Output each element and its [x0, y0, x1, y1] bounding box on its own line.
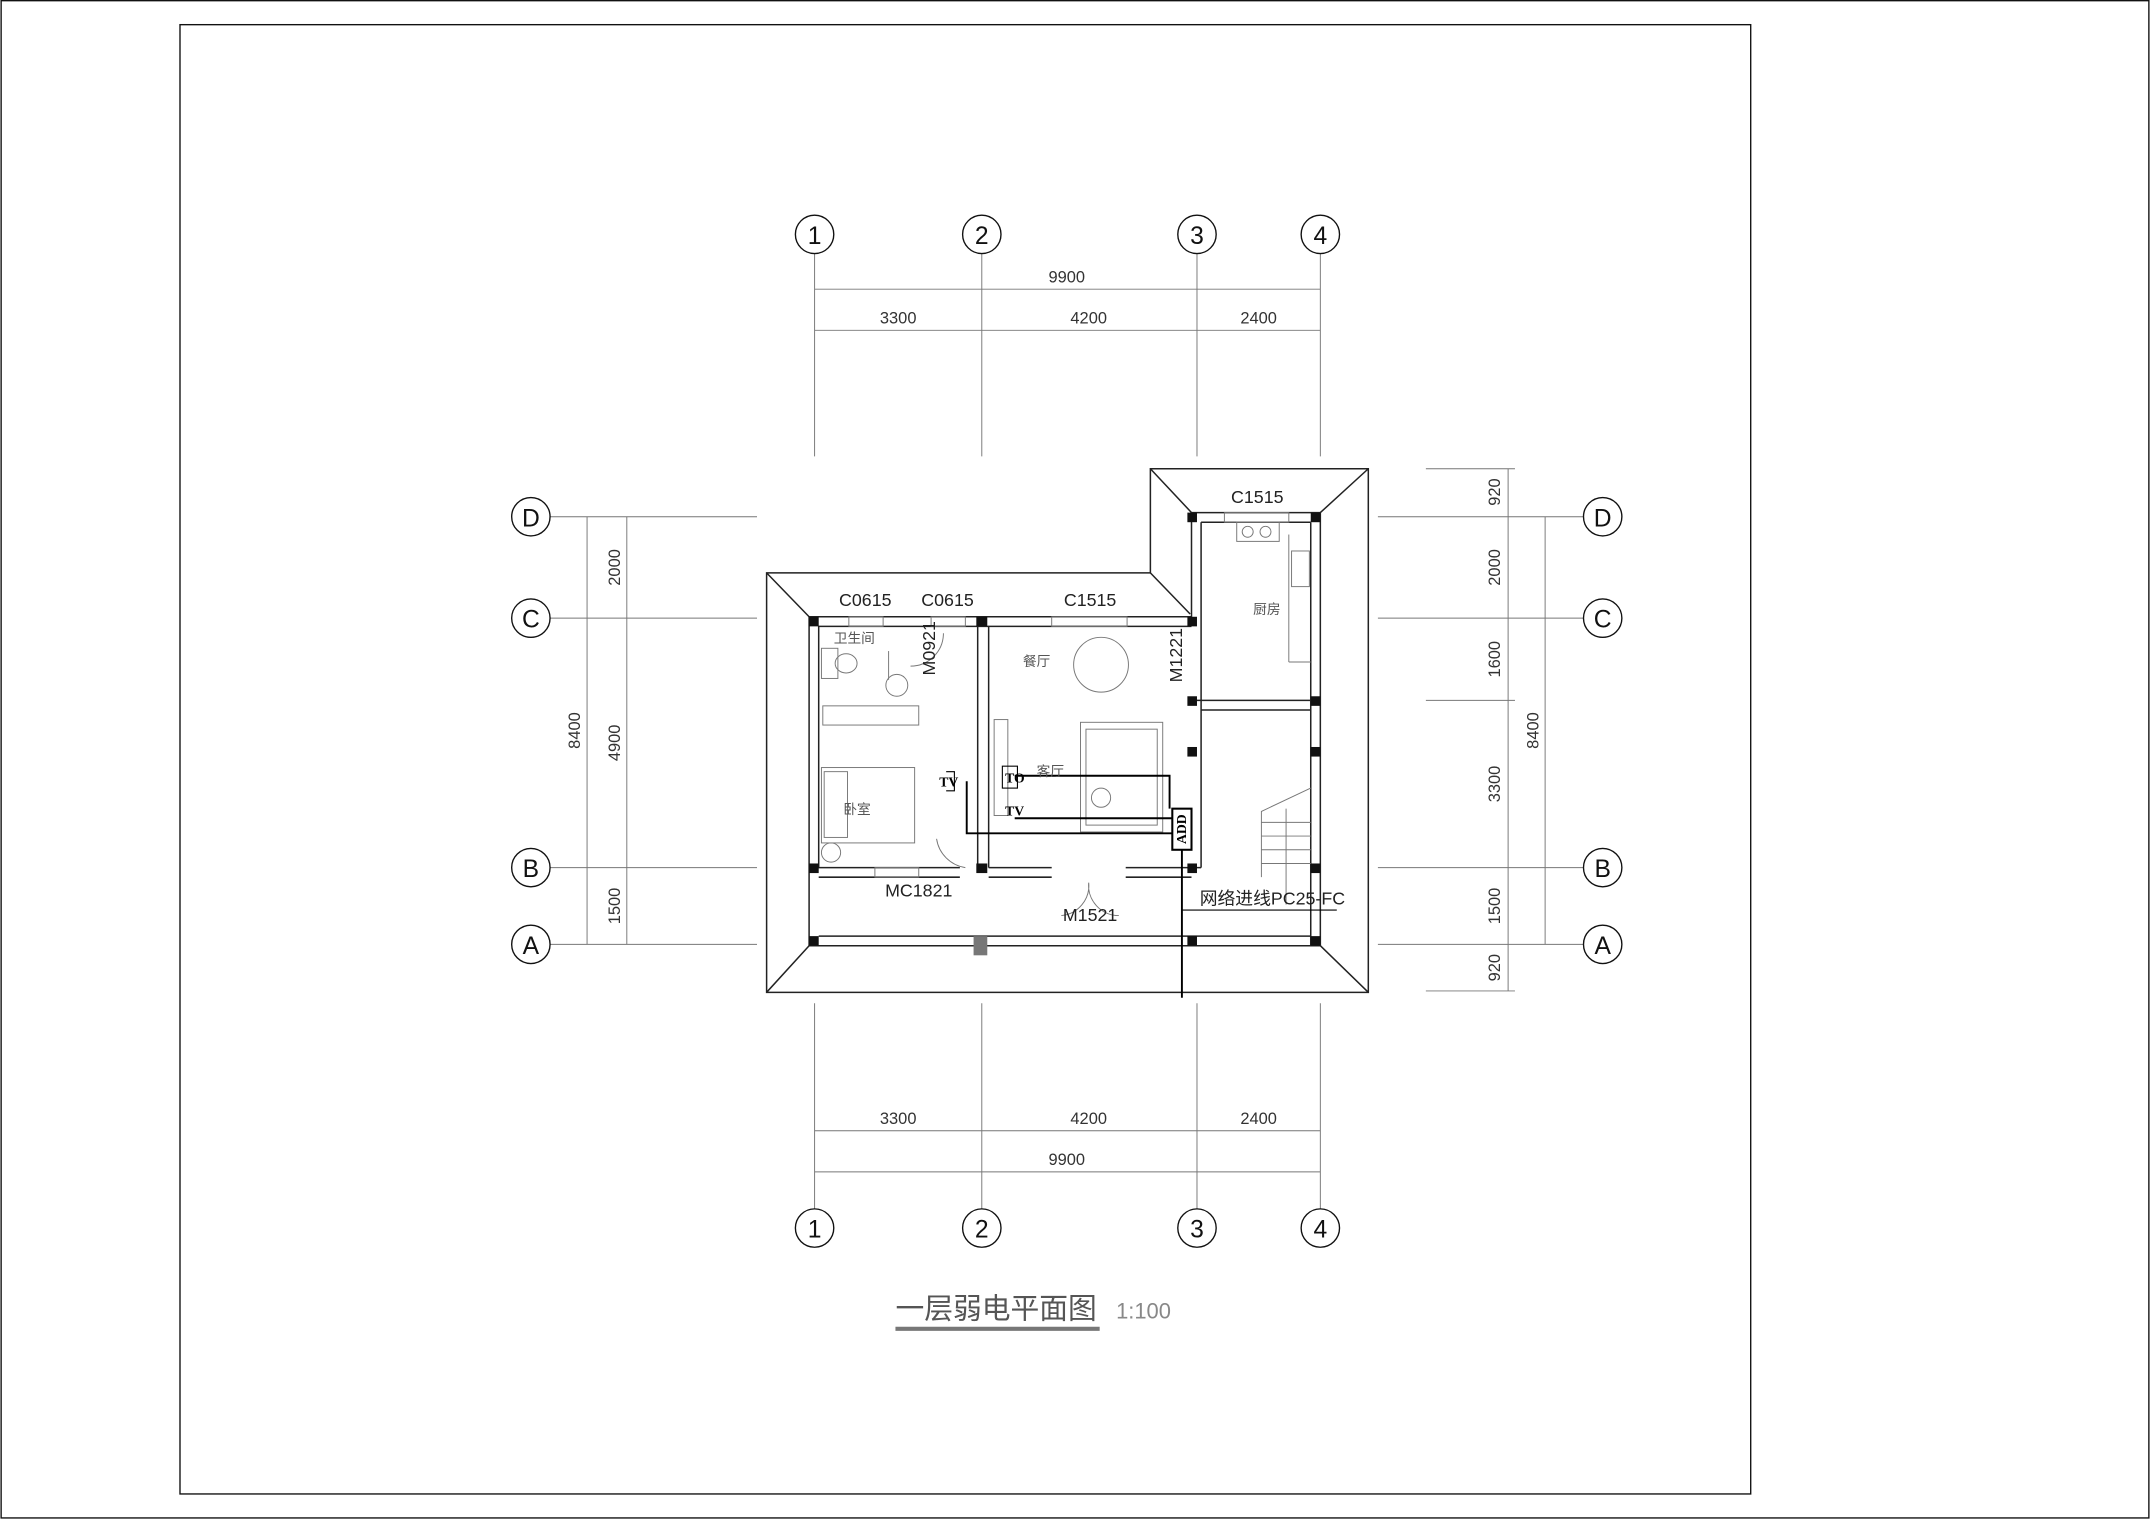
axis-bubble-bottom-4: 4 [1300, 1208, 1341, 1248]
dim-right-seg-1: 920 [1486, 478, 1504, 505]
axis-bubble-top-4: 4 [1300, 214, 1341, 255]
axis-label: A [1594, 933, 1611, 960]
door-label: M1521 [1063, 905, 1118, 925]
drawing-scale: 1:100 [1116, 1299, 1171, 1324]
axis-bubble-right-C: C [1582, 598, 1623, 639]
axis-bubble-bottom-1: 1 [794, 1208, 835, 1248]
dim-left-total: 8400 [566, 712, 584, 749]
cabling [946, 765, 1337, 998]
axis-bubble-right-A: A [1582, 924, 1623, 965]
dim-left-seg-2: 4900 [606, 725, 624, 762]
dim-top-total: 9900 [1048, 268, 1085, 286]
dim-left-seg-3: 1500 [606, 888, 624, 925]
dim-bottom-total: 9900 [1048, 1151, 1085, 1169]
axis-label: 4 [1313, 223, 1327, 250]
dim-bottom-seg-2: 4200 [1070, 1110, 1107, 1128]
roof-outline [765, 467, 1370, 994]
door-label: MC1821 [885, 880, 952, 900]
axis-bubble-left-B: B [510, 847, 551, 888]
window-label: C1515 [1064, 590, 1117, 610]
window-label: C0615 [921, 590, 974, 610]
axis-label: D [522, 505, 540, 532]
axis-label: A [523, 933, 540, 960]
dim-right-seg-4: 3300 [1486, 766, 1504, 803]
door-label: M0921 [919, 621, 939, 676]
drawing-border [179, 23, 1752, 1495]
add-box-label: ADD [1174, 814, 1189, 844]
axis-bubble-bottom-3: 3 [1177, 1208, 1217, 1248]
dim-right-seg-6: 920 [1486, 954, 1504, 981]
axis-label: C [1594, 607, 1612, 634]
axis-bubble-left-D: D [510, 496, 551, 537]
room-label-dining: 餐厅 [1023, 654, 1051, 670]
room-label-kitchen: 厨房 [1253, 602, 1280, 618]
axis-label: 2 [975, 223, 989, 250]
tv-outlet-living: TV [1005, 804, 1024, 819]
axis-label: 1 [808, 1217, 822, 1244]
axis-bubble-bottom-2: 2 [961, 1208, 1002, 1248]
axis-label: 4 [1313, 1217, 1327, 1244]
dim-bottom-seg-3: 2400 [1240, 1110, 1277, 1128]
axis-bubble-top-3: 3 [1177, 214, 1217, 255]
network-outlet-living: TO [1005, 771, 1025, 786]
dim-top-seg-3: 2400 [1240, 309, 1277, 327]
windows [848, 512, 1290, 878]
room-label-bedroom: 卧室 [843, 801, 870, 818]
dim-top-seg-1: 3300 [880, 309, 917, 327]
dim-right-seg-5: 1500 [1486, 888, 1504, 925]
dim-top-seg-2: 4200 [1070, 309, 1107, 327]
room-label-bathroom: 卫生间 [834, 631, 875, 647]
axis-bubble-left-C: C [510, 598, 551, 639]
axis-label: B [1594, 856, 1610, 883]
add-box [1171, 807, 1193, 851]
dim-bottom-seg-1: 3300 [880, 1110, 917, 1128]
window-label: C0615 [839, 590, 892, 610]
dim-right-total: 8400 [1524, 712, 1542, 749]
axis-bubble-left-A: A [510, 924, 551, 965]
room-label-living: 客厅 [1037, 763, 1065, 780]
axis-label: B [523, 856, 539, 883]
tv-outlet-bedroom: TV [939, 775, 958, 790]
axis-label: C [522, 607, 540, 634]
axis-label: 3 [1190, 1217, 1204, 1244]
axis-bubble-top-1: 1 [794, 214, 835, 255]
structural-columns [809, 512, 1321, 956]
axis-label: D [1594, 505, 1612, 532]
window-label: C1515 [1231, 487, 1284, 507]
grid-lines [550, 253, 1584, 1209]
dim-right-seg-2: 2000 [1486, 549, 1504, 586]
axis-bubble-right-D: D [1582, 496, 1623, 537]
dim-left-seg-1: 2000 [606, 549, 624, 586]
dim-right-seg-3: 1600 [1486, 641, 1504, 678]
axis-bubble-right-B: B [1582, 847, 1623, 888]
furniture [820, 521, 1311, 917]
axis-label: 1 [808, 223, 822, 250]
drawing-title: 一层弱电平面图 [895, 1292, 1096, 1326]
axis-bubble-top-2: 2 [961, 214, 1002, 255]
title-underline [895, 1326, 1100, 1331]
axis-label: 2 [975, 1217, 989, 1244]
axis-label: 3 [1190, 223, 1204, 250]
door-label: M1221 [1166, 628, 1186, 683]
dimension-lines [586, 288, 1546, 1173]
network-inlet-label: 网络进线PC25-FC [1200, 889, 1346, 909]
